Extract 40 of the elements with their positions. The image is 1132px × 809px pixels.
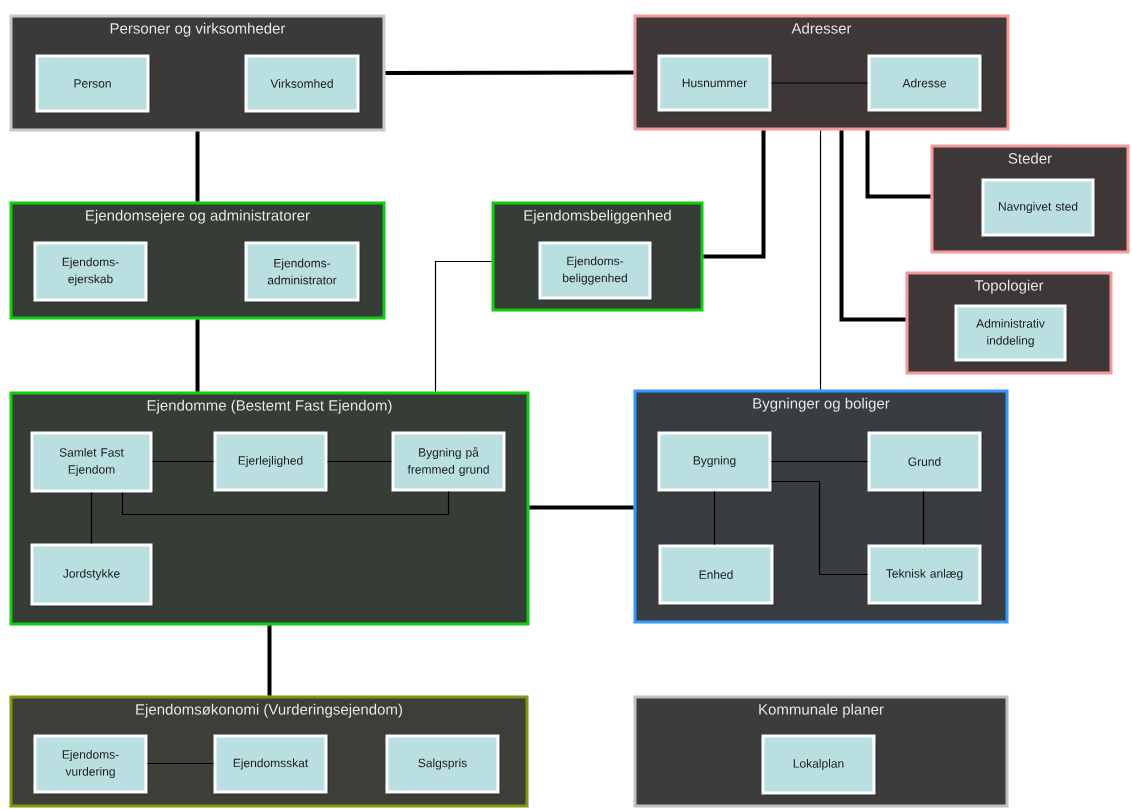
connector-line — [195, 319, 200, 392]
entity-box: Ejerlejlighed — [213, 431, 329, 493]
entity-box: Ejendomsskat — [213, 734, 329, 795]
connector-line — [121, 490, 450, 516]
connector-line — [434, 260, 493, 393]
connector-line — [819, 129, 822, 391]
entity-box: Salgspris — [385, 734, 501, 795]
entity-box: Jordstykke — [30, 543, 154, 607]
connector-line — [839, 130, 906, 322]
entity-box: Ejendoms- ejerskab — [33, 241, 149, 303]
connector-line — [90, 491, 93, 545]
entity-box: Bygning på fremmed grund — [391, 431, 507, 493]
connector-line — [385, 70, 634, 75]
entity-box: Ejendoms- administrator — [244, 241, 361, 303]
connector-line — [770, 460, 869, 463]
entity-box: Adresse — [867, 54, 983, 113]
entity-box: Bygning — [657, 431, 773, 493]
entity-box: Teknisk anlæg — [867, 544, 983, 606]
entity-box: Navngivet sted — [981, 178, 1096, 238]
entity-box: Lokalplan — [761, 734, 877, 796]
connector-line — [922, 490, 925, 546]
entity-box: Enhed — [658, 544, 775, 606]
connector-line — [713, 490, 716, 546]
entity-box: Ejendoms- beliggenhed — [538, 241, 653, 301]
entity-box: Grund — [867, 431, 983, 493]
connector-line — [151, 460, 215, 463]
connector-line — [529, 505, 634, 510]
entity-box: Administrativ inddeling — [954, 304, 1068, 363]
entity-box: Samlet Fast Ejendom — [30, 431, 154, 494]
connector-line — [326, 460, 393, 463]
connector-line — [703, 130, 766, 259]
connector-line — [195, 131, 200, 202]
entity-box: Ejendoms- vurdering — [33, 734, 149, 795]
entity-box: Person — [35, 54, 151, 114]
connector-line — [146, 762, 215, 765]
entity-box: Virksomhed — [244, 54, 361, 114]
connector-line — [267, 625, 272, 696]
connector-line — [770, 480, 869, 576]
connector-line — [865, 130, 931, 199]
entity-box: Husnummer — [657, 54, 773, 113]
